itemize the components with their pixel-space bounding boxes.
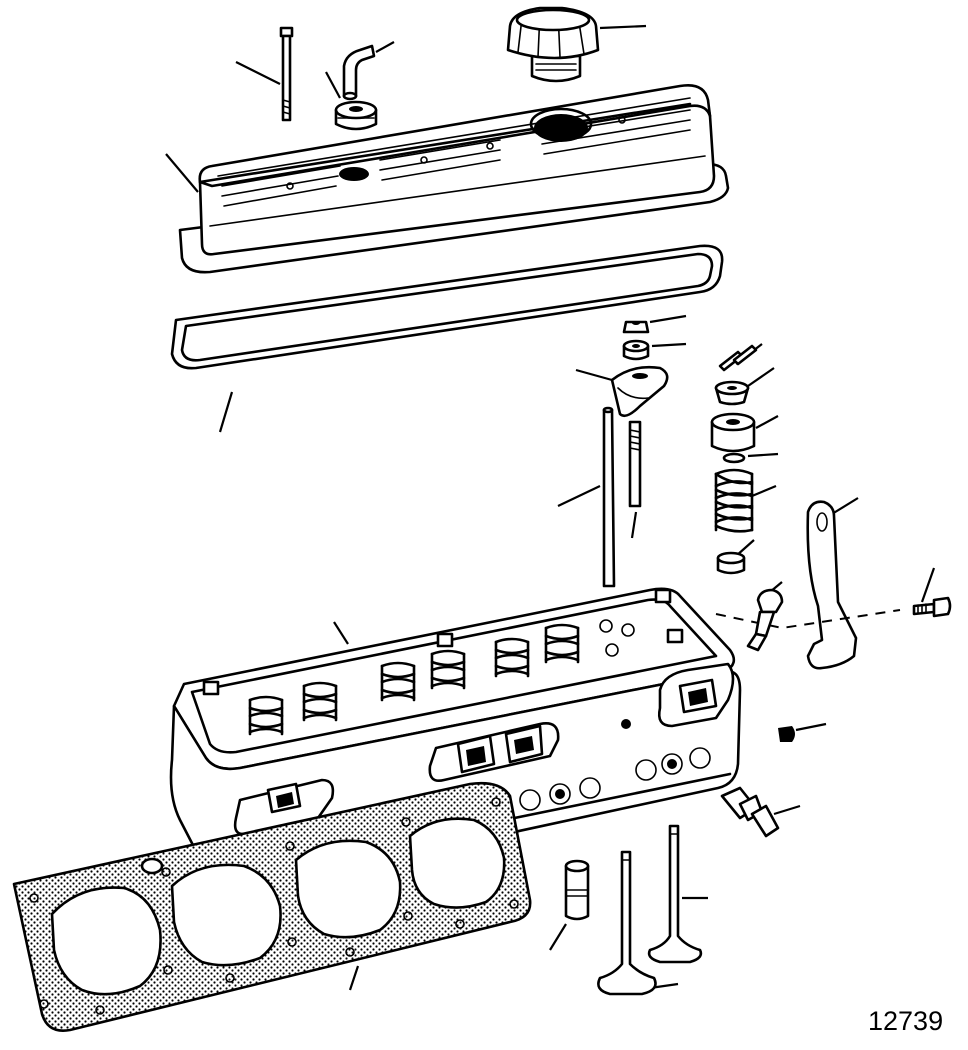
valve-spring xyxy=(714,468,777,533)
grommet xyxy=(325,71,378,131)
spark-plug xyxy=(746,581,784,652)
rocker-nut xyxy=(622,314,687,334)
temperature-sender xyxy=(720,786,801,838)
rocker-stud xyxy=(628,420,642,539)
spring-shim xyxy=(716,539,755,575)
oil-filler-cap xyxy=(506,6,647,83)
valve-keepers xyxy=(718,343,763,372)
head-bolt xyxy=(235,26,294,122)
lifting-bracket xyxy=(806,497,859,670)
plug xyxy=(778,722,827,742)
head-gasket xyxy=(12,781,532,1032)
rocker-arm xyxy=(575,365,669,418)
pcv-elbow xyxy=(342,41,395,101)
figure-number: 12739 xyxy=(868,1006,944,1036)
intake-valve xyxy=(597,850,679,996)
rocker-cover xyxy=(165,84,730,274)
o-ring xyxy=(722,452,779,464)
valve-seal xyxy=(710,412,779,453)
valve-guide xyxy=(549,859,590,951)
spring-cap xyxy=(714,367,775,406)
exhaust-valve xyxy=(647,824,708,964)
rocker-ball xyxy=(622,339,687,361)
bracket-bolt xyxy=(912,567,952,618)
rocker-cover-gasket xyxy=(170,244,724,433)
pushrod xyxy=(557,406,616,588)
